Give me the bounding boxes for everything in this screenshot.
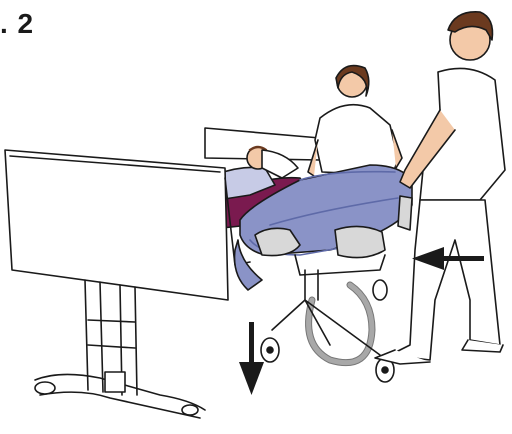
bed-footboard: [5, 150, 228, 300]
hospital-bed: [5, 128, 320, 418]
nurse-female: [308, 66, 402, 176]
down-arrow-icon: [239, 322, 264, 395]
